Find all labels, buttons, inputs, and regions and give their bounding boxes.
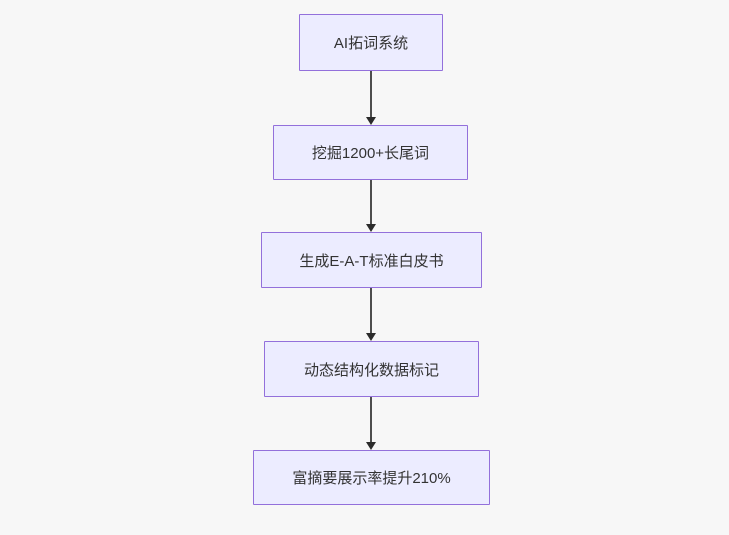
flow-arrow-4-down-icon (370, 397, 372, 442)
node-label: 生成E-A-T标准白皮书 (299, 252, 444, 270)
node-label: 挖掘1200+长尾词 (311, 145, 430, 162)
flow-arrow-2-down-icon (370, 180, 372, 224)
flowchart-node-longtail-keyword-mining: 挖掘1200+长尾词 (273, 125, 468, 180)
flowchart-node-eat-whitepaper-generation: 生成E-A-T标准白皮书 (261, 232, 482, 288)
flowchart-node-rich-snippet-rate-increase: 富摘要展示率提升210% (253, 450, 490, 505)
flowchart-node-ai-word-expansion-system: AI拓词系统 (299, 14, 443, 71)
flowchart-node-dynamic-structured-data-markup: 动态结构化数据标记 (264, 341, 479, 397)
flow-arrow-1-down-icon (370, 71, 372, 117)
node-label: 富摘要展示率提升210% (292, 470, 451, 487)
flow-arrow-3-down-icon (370, 288, 372, 333)
node-label: 动态结构化数据标记 (303, 361, 439, 379)
node-label: AI拓词系统 (333, 35, 409, 52)
